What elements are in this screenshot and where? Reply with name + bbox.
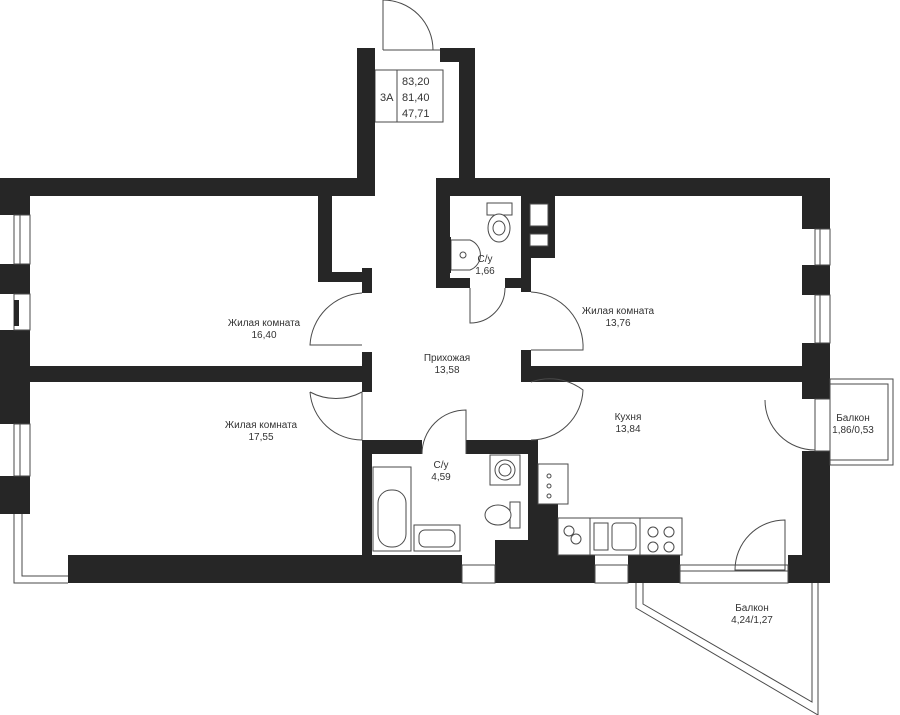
living-room-right-area: 13,76 <box>605 318 630 329</box>
living-room-top-name: Жилая комната <box>228 318 301 329</box>
balcony-right-outline <box>829 378 894 466</box>
balcony-bottom-name: Балкон <box>735 603 769 614</box>
wc-small-area: 1,66 <box>475 266 495 277</box>
walls <box>0 48 830 583</box>
entrance-door <box>382 0 440 51</box>
door-swings <box>309 287 816 571</box>
apartment-area-incl: 81,40 <box>402 92 430 104</box>
apartment-type: 3А <box>380 92 394 104</box>
hall-area: 13,58 <box>434 365 459 376</box>
balcony-bottom-area: 4,24/1,27 <box>731 615 773 626</box>
living-room-right-name: Жилая комната <box>582 306 655 317</box>
hall-name: Прихожая <box>424 353 470 364</box>
kitchen-area: 13,84 <box>615 424 640 435</box>
living-room-bottom-area: 17,55 <box>248 432 273 443</box>
apartment-info-box: 3А 83,20 81,40 47,71 <box>374 69 444 123</box>
balcony-right-area: 1,86/0,53 <box>832 425 874 436</box>
balcony-right-name: Балкон <box>836 413 870 424</box>
living-room-bottom-name: Жилая комната <box>225 420 298 431</box>
wc-small-name: С/у <box>478 254 493 265</box>
living-room-top-area: 16,40 <box>251 330 276 341</box>
balcony-bottom-outline <box>635 583 819 715</box>
kitchen-name: Кухня <box>615 412 642 423</box>
room-labels: Жилая комната 16,40 Жилая комната 17,55 … <box>225 254 874 626</box>
windows <box>13 214 831 584</box>
bathroom-area: 4,59 <box>431 472 451 483</box>
apartment-living-area: 47,71 <box>402 108 430 120</box>
fixtures <box>372 202 683 556</box>
bathroom-name: С/у <box>434 460 449 471</box>
apartment-total-area: 83,20 <box>402 76 430 88</box>
